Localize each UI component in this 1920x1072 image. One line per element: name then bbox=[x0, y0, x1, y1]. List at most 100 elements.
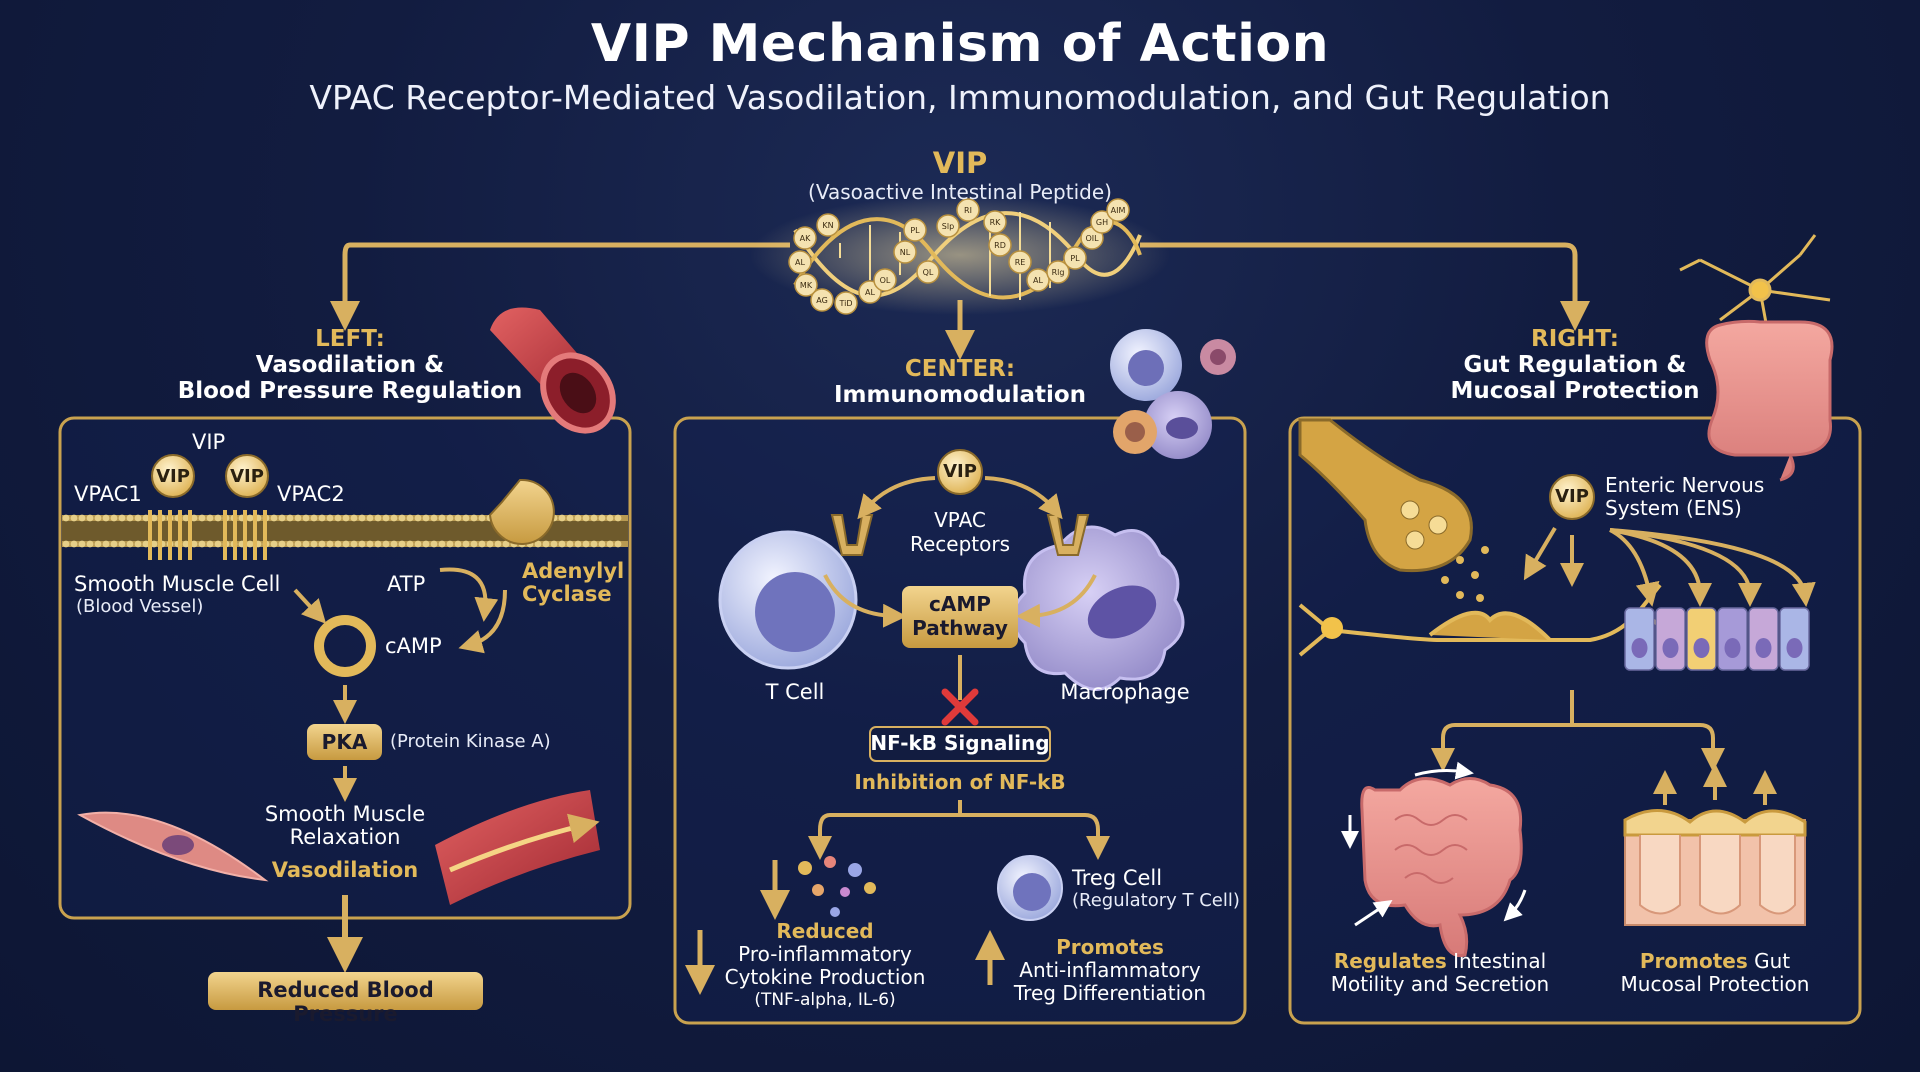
enteric-neuron-soma bbox=[1321, 617, 1343, 639]
residue-label: AK bbox=[800, 234, 811, 243]
lipid-head bbox=[190, 540, 198, 548]
residue-bead bbox=[793, 226, 817, 250]
residue-label: GH bbox=[1096, 218, 1108, 227]
residue-bead bbox=[893, 240, 917, 264]
lipid-head bbox=[318, 514, 326, 522]
lipid-head bbox=[582, 540, 590, 548]
residue-bead bbox=[1046, 260, 1070, 284]
lipid-head bbox=[246, 514, 254, 522]
dilated-vessel-icon bbox=[435, 790, 600, 905]
lipid-head bbox=[494, 540, 502, 548]
lipid-head bbox=[406, 540, 414, 548]
epithelial-nucleus bbox=[1786, 638, 1803, 658]
residue-bead bbox=[936, 214, 960, 238]
lipid-head bbox=[358, 540, 366, 548]
lipid-head bbox=[134, 514, 142, 522]
lipid-head bbox=[302, 540, 310, 548]
lipid-head bbox=[350, 540, 358, 548]
mucosa-line2: Mucosal Protection bbox=[1620, 972, 1810, 996]
lipid-head bbox=[134, 540, 142, 548]
vpac-receptors-label: VPAC Receptors bbox=[880, 508, 1040, 556]
lipid-head bbox=[454, 540, 462, 548]
nfkb-label: NF-kB Signaling bbox=[870, 731, 1050, 755]
center-vip-ball: VIP bbox=[943, 461, 977, 482]
pka-pill bbox=[307, 724, 382, 760]
smooth-muscle-cell-label: Smooth Muscle Cell bbox=[74, 572, 281, 596]
lipid-head bbox=[566, 514, 574, 522]
lipid-head bbox=[574, 540, 582, 548]
lipid-head bbox=[470, 514, 478, 522]
immune-cells-cluster-icon bbox=[1110, 329, 1236, 459]
left-heading: LEFT: Vasodilation & Blood Pressure Regu… bbox=[150, 326, 550, 404]
lipid-head bbox=[310, 514, 318, 522]
residue-label: NL bbox=[900, 248, 911, 257]
residue-label: KN bbox=[822, 221, 833, 230]
right-heading-tag: RIGHT: bbox=[1530, 326, 1620, 352]
vasodilation-label: Vasodilation bbox=[271, 858, 419, 882]
residue-label: PL bbox=[1070, 254, 1080, 263]
lipid-head bbox=[390, 540, 398, 548]
right-flow-arrows bbox=[1431, 526, 1816, 772]
residue-label: AG bbox=[816, 296, 828, 305]
cytokine-block: Reduced Pro-inflammatory Cytokine Produc… bbox=[700, 920, 950, 1012]
lipid-head bbox=[334, 540, 342, 548]
lipid-head bbox=[334, 514, 342, 522]
blood-vessel-icon bbox=[490, 307, 616, 434]
lipid-head bbox=[126, 540, 134, 548]
camp-pathway-pill bbox=[902, 586, 1018, 648]
lipid-head bbox=[214, 514, 222, 522]
mucosa-gold: Promotes bbox=[1639, 949, 1748, 973]
lipid-head bbox=[374, 540, 382, 548]
page-subtitle: VPAC Receptor-Mediated Vasodilation, Imm… bbox=[309, 78, 1611, 117]
epithelial-nucleus bbox=[1631, 638, 1648, 658]
lipid-head bbox=[150, 514, 158, 522]
lipid-head bbox=[398, 540, 406, 548]
lipid-head bbox=[110, 514, 118, 522]
t-cell-label: T Cell bbox=[765, 680, 825, 704]
vip-full-name: (Vasoactive Intestinal Peptide) bbox=[808, 180, 1112, 204]
residue-label: PL bbox=[910, 226, 920, 235]
residue-bead bbox=[873, 268, 897, 292]
lipid-head bbox=[182, 540, 190, 548]
cyto-line1: Pro-inflammatory bbox=[738, 942, 912, 966]
treg-cell-icon bbox=[997, 855, 1063, 921]
residue-label: MK bbox=[800, 281, 813, 290]
residue-label: QL bbox=[923, 268, 934, 277]
lipid-head bbox=[206, 514, 214, 522]
lipid-head bbox=[270, 540, 278, 548]
lipid-head bbox=[78, 514, 86, 522]
residue-bead bbox=[794, 273, 818, 297]
center-heading-tag: CENTER: bbox=[904, 356, 1016, 382]
lipid-head bbox=[278, 514, 286, 522]
residue-label: AIM bbox=[1111, 206, 1126, 215]
lipid-head bbox=[446, 514, 454, 522]
treg-block: Promotes Anti-inflammatory Treg Differen… bbox=[990, 936, 1230, 1005]
nfkb-box bbox=[869, 726, 1051, 762]
lipid-head bbox=[454, 514, 462, 522]
lipid-head bbox=[542, 540, 550, 548]
residue-bead bbox=[983, 210, 1007, 234]
lipid-head bbox=[246, 540, 254, 548]
residue-label: RK bbox=[990, 218, 1002, 227]
lipid-head bbox=[446, 540, 454, 548]
t-cell-icon bbox=[718, 530, 858, 670]
residue-bead bbox=[810, 288, 834, 312]
lipid-head bbox=[318, 540, 326, 548]
promotes-label: Promotes bbox=[1056, 935, 1164, 959]
lipid-head bbox=[558, 540, 566, 548]
relax-line2: Relaxation bbox=[289, 825, 401, 849]
center-flow-arrows bbox=[685, 476, 1110, 995]
residue-bead bbox=[916, 260, 940, 284]
camp-ring-icon bbox=[314, 615, 376, 677]
residue-label: RD bbox=[994, 241, 1006, 250]
lipid-head bbox=[550, 540, 558, 548]
pka-label: PKA bbox=[321, 730, 368, 754]
lipid-head bbox=[502, 540, 510, 548]
lipid-head bbox=[614, 514, 622, 522]
lipid-head bbox=[382, 514, 390, 522]
vip-label: VIP bbox=[932, 146, 988, 180]
right-title-line1: Gut Regulation & bbox=[1463, 352, 1687, 378]
lipid-head bbox=[430, 540, 438, 548]
